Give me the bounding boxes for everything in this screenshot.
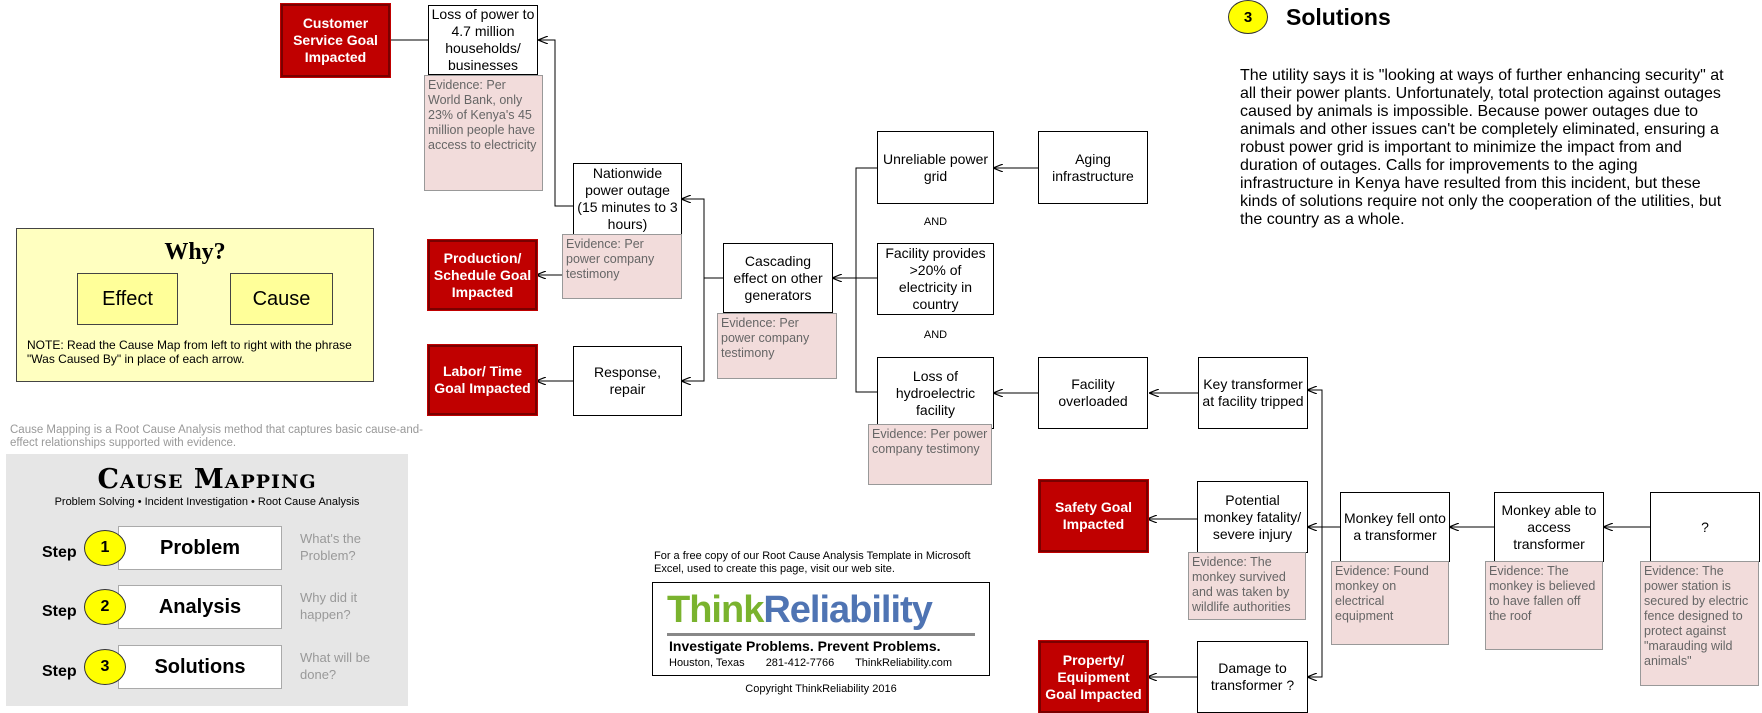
promo-contact: Houston, Texas 281-412-7766 ThinkReliabi… [669, 657, 979, 669]
node-monkey-fell: Monkey fell onto a transformer [1340, 492, 1450, 562]
node-cascading-effect: Cascading effect on other generators [723, 243, 833, 313]
goal-customer-service: Customer Service Goal Impacted [281, 4, 390, 77]
node-damage-transformer: Damage to transformer ? [1197, 641, 1308, 713]
logo-underline [667, 633, 975, 636]
evidence-monkey-access: Evidence: The monkey is believed to have… [1485, 561, 1603, 650]
logo-think: Think [667, 589, 764, 631]
evidence-loss-of-power: Evidence: Per World Bank, only 23% of Ke… [424, 75, 543, 191]
node-loss-hydroelectric: Loss of hydroelectric facility [877, 357, 994, 429]
step-2-number-icon: 2 [84, 589, 126, 625]
evidence-cascading-effect: Evidence: Per power company testimony [717, 313, 837, 379]
goal-production-schedule: Production/ Schedule Goal Impacted [428, 240, 537, 310]
node-aging-infrastructure: Aging infrastructure [1038, 131, 1148, 204]
legend-cause-box: Cause [230, 273, 333, 325]
step-word: Step [42, 603, 77, 620]
legend-panel: Why? Effect Cause NOTE: Read the Cause M… [16, 228, 374, 382]
legend-effect-box: Effect [77, 273, 178, 325]
evidence-monkey-fell: Evidence: Found monkey on electrical equ… [1331, 561, 1449, 645]
promo-phone: 281-412-7766 [765, 657, 835, 669]
legend-note: NOTE: Read the Cause Map from left to ri… [27, 338, 352, 366]
step-word: Step [42, 544, 77, 561]
node-unreliable-grid: Unreliable power grid [877, 131, 994, 204]
logo-reliability: Reliability [763, 589, 932, 631]
copyright-text: Copyright ThinkReliability 2016 [745, 683, 897, 695]
goal-property-equipment: Property/ Equipment Goal Impacted [1039, 641, 1148, 713]
and-label: AND [923, 329, 948, 341]
goal-safety: Safety Goal Impacted [1039, 480, 1148, 552]
node-nationwide-outage: Nationwide power outage (15 minutes to 3… [573, 163, 682, 235]
step-2-question: Why did it happen? [300, 590, 358, 622]
legend-title: Why? [164, 239, 226, 265]
step-2-box: Analysis [118, 585, 282, 629]
promo-website-link[interactable]: ThinkReliability.com [855, 657, 953, 669]
node-facility-provides: Facility provides >20% of electricity in… [877, 243, 994, 315]
goal-labor-time: Labor/ Time Goal Impacted [428, 345, 537, 415]
and-label: AND [923, 216, 948, 228]
node-loss-of-power: Loss of power to 4.7 million households/… [428, 5, 538, 75]
cause-mapping-panel: Cause Mapping Problem Solving • Incident… [6, 454, 408, 706]
evidence-monkey-fatality: Evidence: The monkey survived and was ta… [1188, 552, 1306, 620]
step-3-number-icon: 3 [84, 649, 126, 685]
node-monkey-fatality: Potential monkey fatality/ severe injury [1197, 481, 1308, 553]
step-1-question: What's the Problem? [300, 531, 362, 563]
cause-mapping-subtitle: Problem Solving • Incident Investigation… [54, 496, 360, 508]
solutions-title: Solutions [1286, 4, 1391, 30]
evidence-unknown-cause: Evidence: The power station is secured b… [1640, 561, 1759, 686]
node-unknown-cause: ? [1650, 492, 1760, 562]
method-caption: Cause Mapping is a Root Cause Analysis m… [10, 424, 423, 449]
step-1: Step Problem 1 What's the Problem? [6, 526, 408, 572]
step-1-number-icon: 1 [84, 530, 126, 566]
promo-caption: For a free copy of our Root Cause Analys… [654, 550, 971, 575]
node-facility-overloaded: Facility overloaded [1038, 357, 1148, 429]
promo-box[interactable]: ThinkReliability Investigate Problems. P… [652, 582, 990, 676]
step-1-box: Problem [118, 526, 282, 570]
solutions-text: The utility says it is "looking at ways … [1240, 67, 1724, 228]
step-3-question: What will be done? [300, 650, 371, 682]
step-word: Step [42, 663, 77, 680]
evidence-nationwide-outage: Evidence: Per power company testimony [562, 234, 682, 299]
evidence-loss-hydroelectric: Evidence: Per power company testimony [868, 424, 992, 485]
step-3: Step Solutions 3 What will be done? [6, 645, 408, 691]
solutions-step-number-icon: 3 [1228, 0, 1268, 34]
node-key-transformer-tripped: Key transformer at facility tripped [1198, 357, 1308, 429]
thinkreliability-logo[interactable]: ThinkReliability [667, 589, 975, 632]
node-monkey-access: Monkey able to access transformer [1494, 492, 1604, 562]
promo-city: Houston, Texas [669, 657, 745, 669]
step-2: Step Analysis 2 Why did it happen? [6, 585, 408, 631]
step-3-box: Solutions [118, 645, 282, 689]
promo-tagline: Investigate Problems. Prevent Problems. [669, 638, 941, 654]
node-response-repair: Response, repair [573, 346, 682, 416]
cause-mapping-title: Cause Mapping [97, 464, 317, 495]
